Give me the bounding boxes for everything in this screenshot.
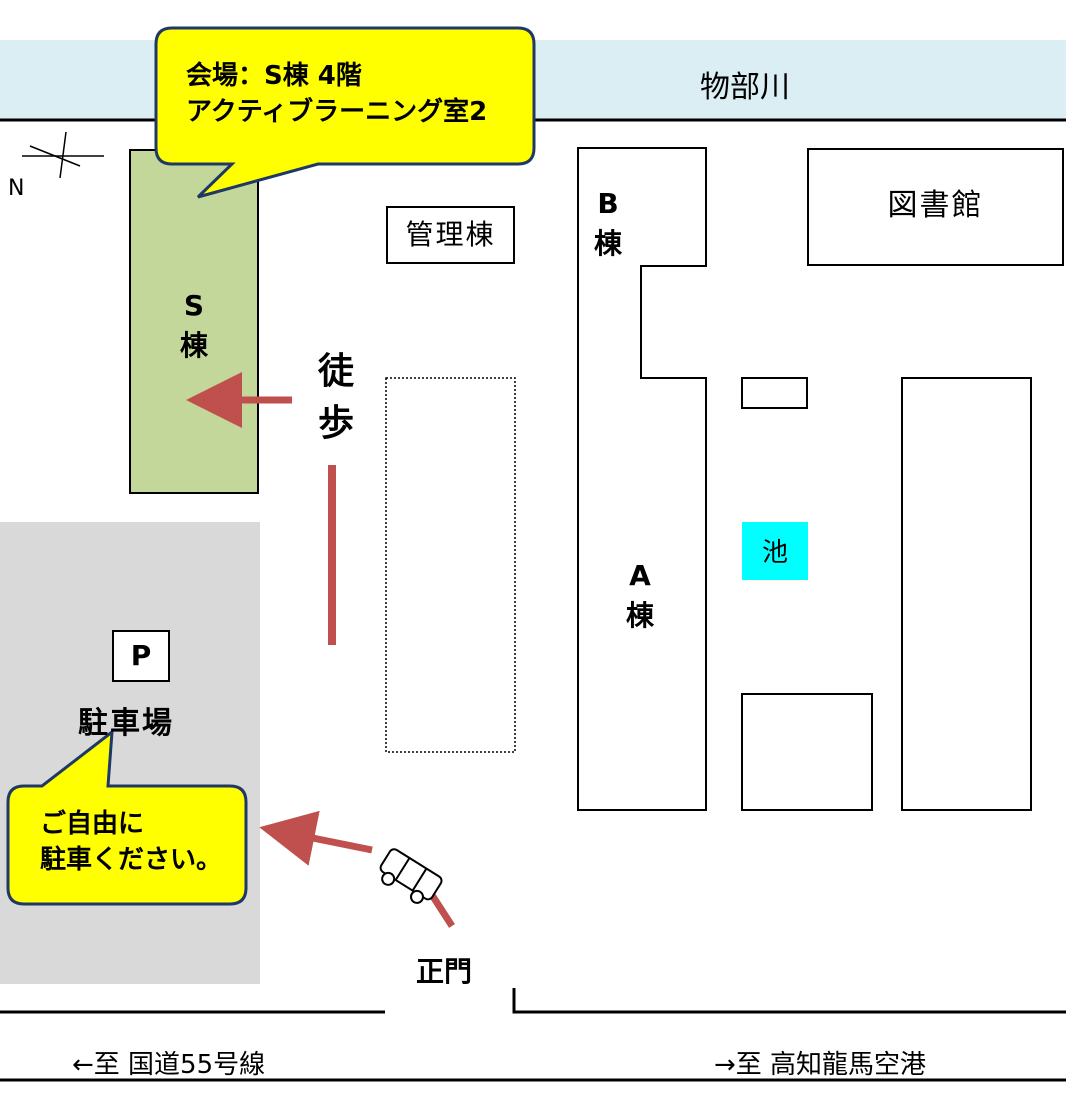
parking-symbol-letter: P — [130, 639, 152, 672]
pond-label: 池 — [761, 538, 788, 568]
parking-label: 駐車場 — [78, 706, 174, 741]
parking-callout-line-2: 駐車ください。 — [40, 845, 223, 875]
right-tall-building — [901, 377, 1032, 811]
square-building — [741, 693, 873, 811]
walk-label: 徒 歩 — [312, 346, 360, 450]
library-building: 図書館 — [807, 148, 1064, 266]
road-right-label: →至 高知龍馬空港 — [714, 1050, 927, 1080]
venue-callout-line-2: アクティブラーニング室2 — [186, 97, 488, 127]
b-building-label-letter: B — [597, 187, 619, 220]
road-left-label: ←至 国道55号線 — [72, 1050, 266, 1080]
parking-callout-line-1: ご自由に — [40, 809, 145, 839]
north-arrow-icon — [22, 131, 104, 179]
a-b-building-outline — [577, 147, 707, 811]
s-building-label-letter: S — [183, 289, 205, 322]
parking-callout — [6, 728, 248, 906]
parking-callout-text: ご自由に 駐車ください。 — [40, 806, 222, 878]
s-building-label: S 棟 — [174, 286, 214, 366]
small-building — [741, 377, 808, 409]
pond — [742, 522, 808, 580]
walk-label-char-2: 歩 — [317, 403, 354, 444]
car-icon — [379, 848, 443, 904]
library-label: 図書館 — [887, 188, 984, 223]
b-building-label: B 棟 — [588, 184, 628, 264]
venue-callout — [154, 26, 536, 199]
venue-callout-line-1: 会場：S棟 4階 — [186, 61, 362, 91]
drive-arrow — [259, 810, 373, 866]
north-label: N — [8, 176, 25, 201]
b-building-label-kanji: 棟 — [593, 227, 622, 260]
dotted-building — [385, 377, 516, 753]
walk-label-char-1: 徒 — [317, 351, 354, 392]
venue-callout-text: 会場：S棟 4階 アクティブラーニング室2 — [186, 58, 487, 130]
s-building-label-kanji: 棟 — [179, 329, 208, 362]
drive-route-line — [429, 893, 455, 928]
parking-symbol-icon: P — [112, 630, 170, 682]
a-building-label-kanji: 棟 — [625, 599, 654, 632]
a-building-label-letter: A — [629, 559, 651, 592]
admin-building: 管理棟 — [386, 206, 515, 264]
admin-building-label: 管理棟 — [405, 218, 496, 251]
river-label: 物部川 — [700, 70, 790, 105]
a-building-label: A 棟 — [620, 556, 660, 636]
main-gate-label: 正門 — [416, 955, 473, 988]
campus-boundary — [0, 988, 1066, 1082]
parking-lot — [0, 522, 260, 984]
